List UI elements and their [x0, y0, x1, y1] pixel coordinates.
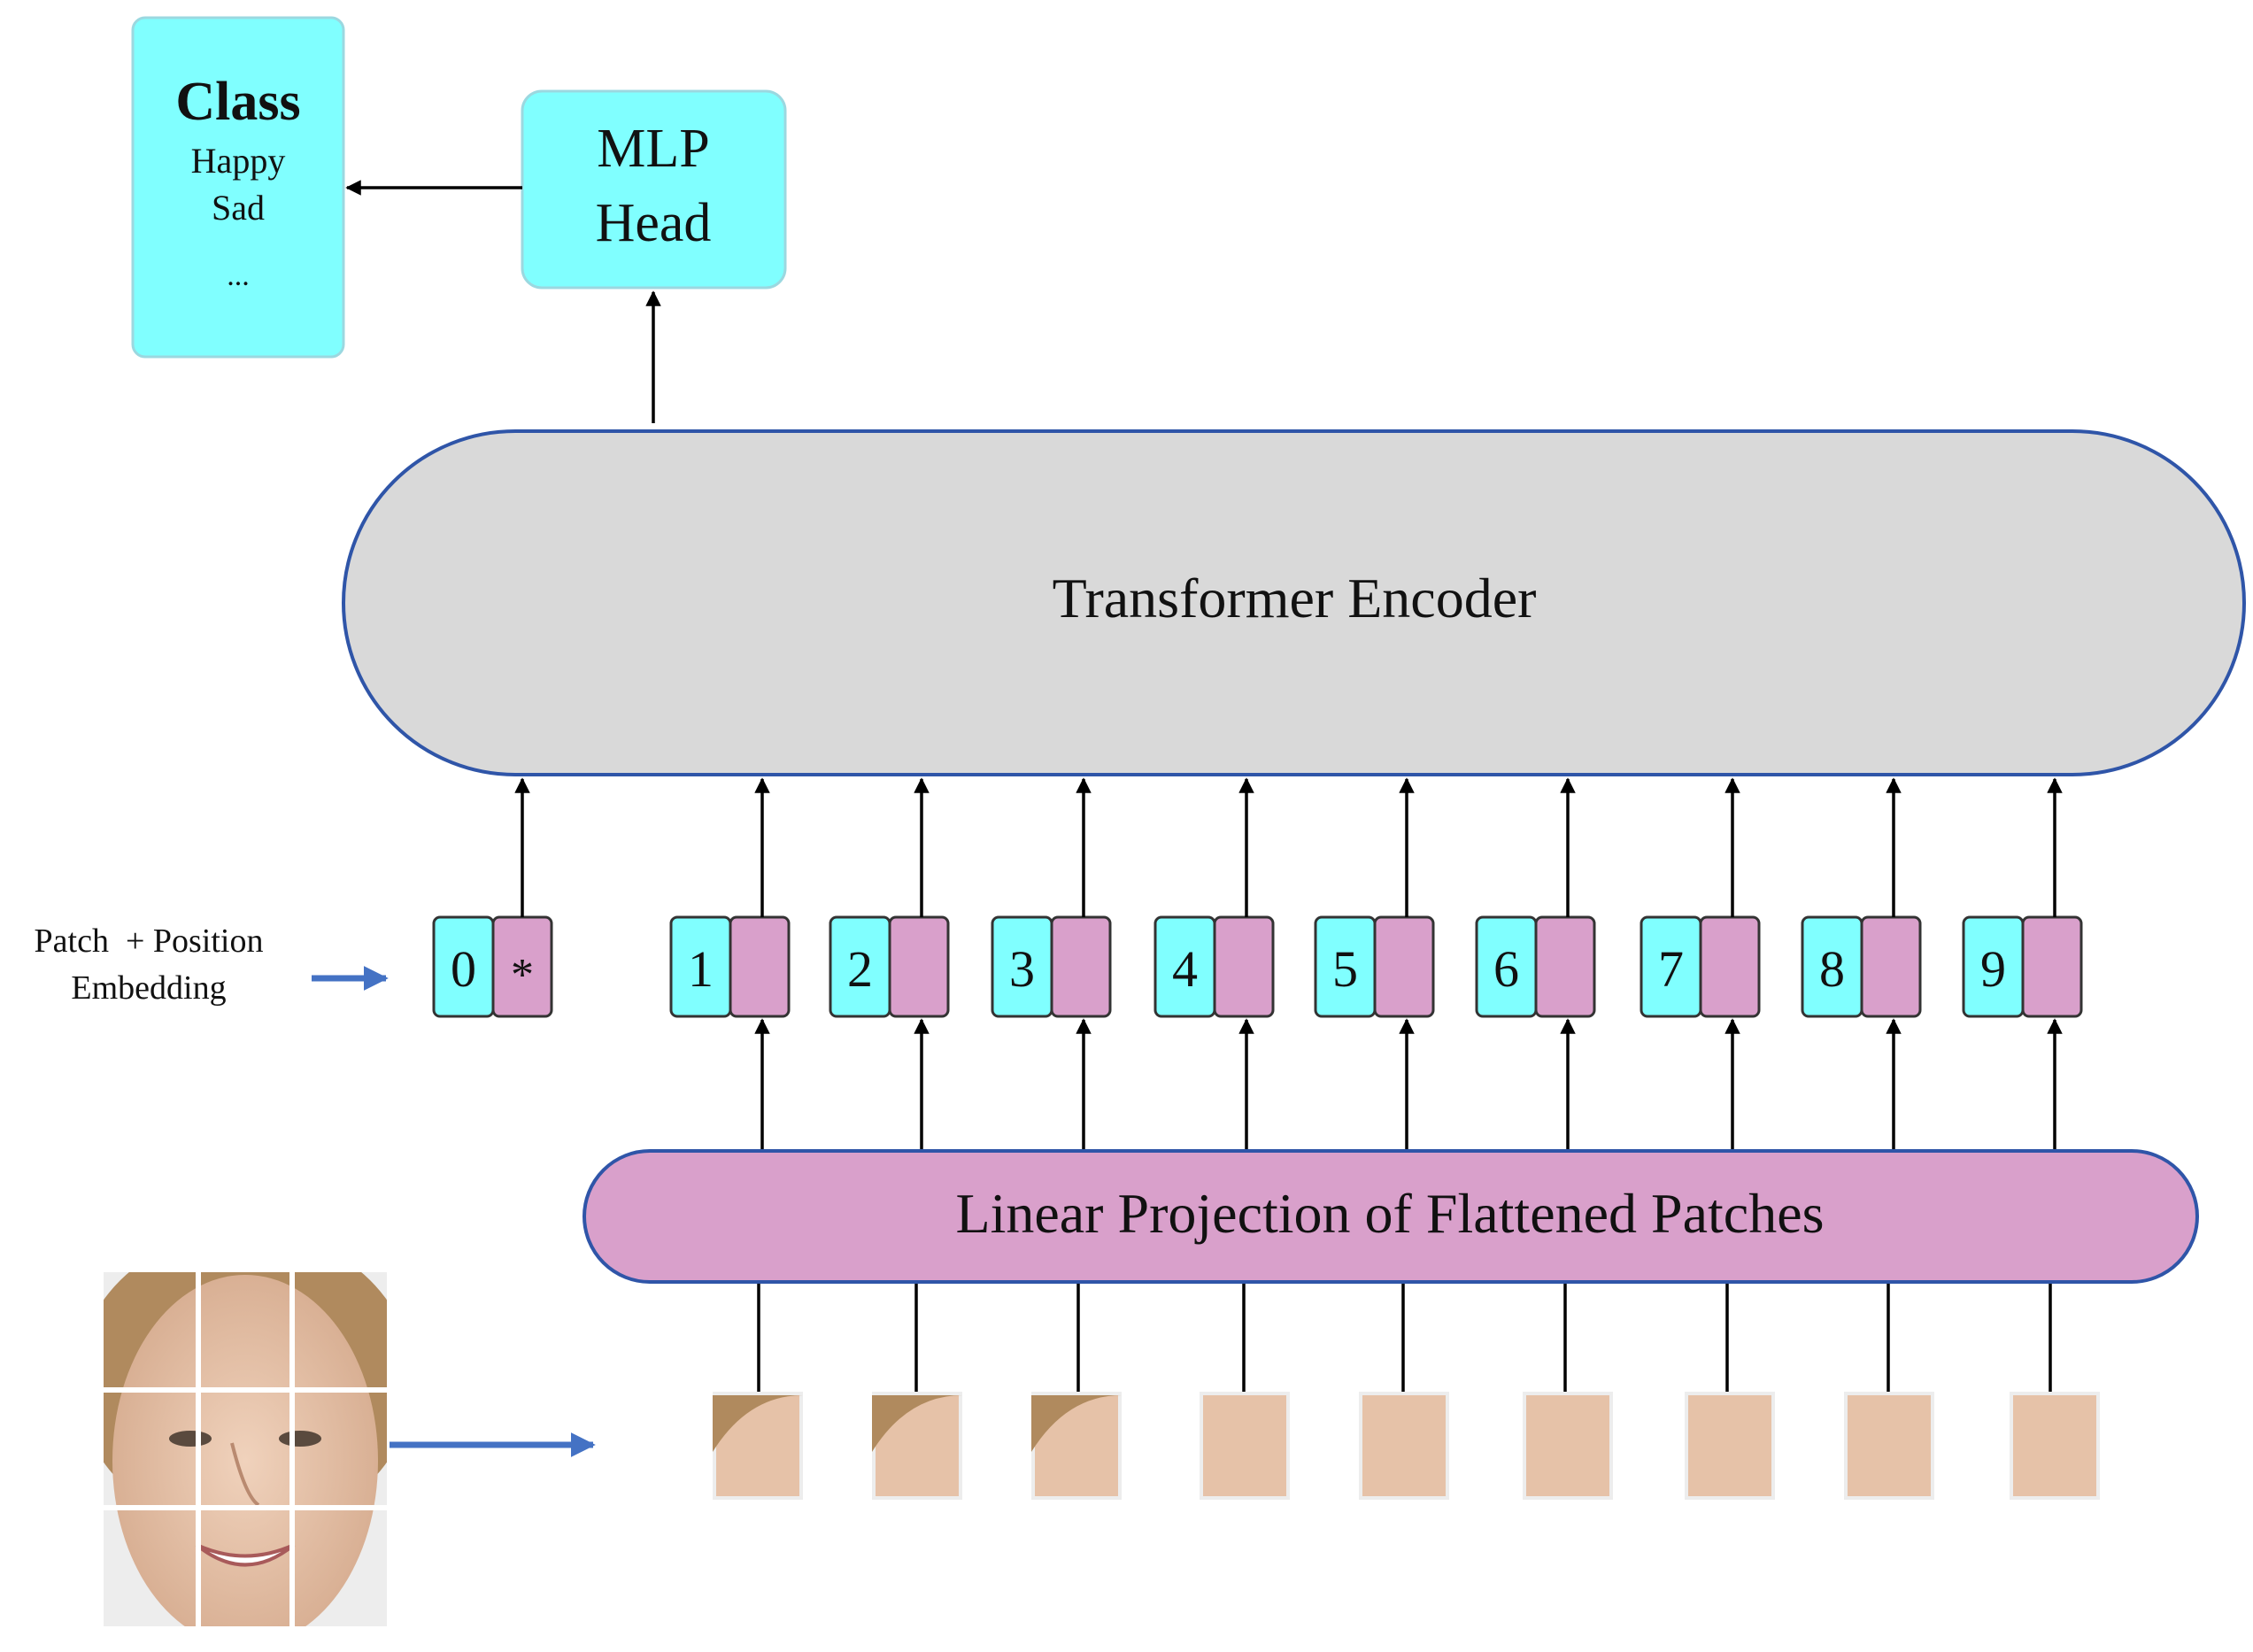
token-index: 6: [1493, 940, 1519, 998]
token-patch-box: [1699, 915, 1761, 1018]
token-8: 8: [1801, 915, 1922, 1018]
patch-skin: [1526, 1395, 1609, 1496]
token-7: 7: [1640, 915, 1761, 1018]
embedding-label-line1: Patch + Position: [35, 922, 264, 960]
patch-skin: [1203, 1395, 1286, 1496]
mlp-head-box: MLP Head: [521, 89, 787, 289]
class-item-ellipsis: ...: [227, 259, 250, 292]
token-index: 0: [451, 940, 476, 998]
token-4: 4: [1154, 915, 1275, 1018]
input-face-grid: [104, 1272, 387, 1626]
patch-skin: [1688, 1395, 1771, 1496]
class-box: Class Happy Sad ...: [131, 16, 345, 359]
patch-hair: [713, 1395, 803, 1452]
patch-skin: [2013, 1395, 2096, 1496]
token-9: 9: [1962, 915, 2083, 1018]
patch-9: [2010, 1392, 2100, 1500]
token-index: 7: [1658, 940, 1684, 998]
embedding-label: Patch + Position Embedding: [35, 922, 264, 1007]
linear-projection: Linear Projection of Flattened Patches: [583, 1149, 2199, 1284]
token-patch-box: [729, 915, 791, 1018]
token-patch-box: [888, 915, 950, 1018]
mlp-head-line2: Head: [596, 193, 712, 253]
patch-hair: [872, 1395, 962, 1452]
token-patch-box: [1534, 915, 1596, 1018]
token-patch-box: [1050, 915, 1112, 1018]
token-index: 8: [1819, 940, 1845, 998]
linear-projection-label: Linear Projection of Flattened Patches: [955, 1182, 1824, 1245]
token-2: 2: [829, 915, 950, 1018]
patch-3: [1031, 1392, 1122, 1500]
patch-4: [1200, 1392, 1290, 1500]
token-index: 2: [847, 940, 873, 998]
token-0: 0*: [432, 915, 553, 1018]
mlp-head-line1: MLP: [597, 119, 709, 179]
token-1: 1: [669, 915, 791, 1018]
transformer-encoder: Transformer Encoder: [342, 429, 2246, 776]
token-mark: *: [511, 950, 534, 1000]
patch-7: [1685, 1392, 1775, 1500]
token-patch-box: [1373, 915, 1435, 1018]
input-face-image: [104, 1272, 387, 1626]
token-3: 3: [991, 915, 1112, 1018]
token-index: 5: [1332, 940, 1358, 998]
token-patch-box: [1213, 915, 1275, 1018]
token-index: 3: [1009, 940, 1035, 998]
token-6: 6: [1475, 915, 1596, 1018]
embedding-label-line2: Embedding: [71, 969, 226, 1007]
patch-1: [713, 1392, 803, 1500]
token-5: 5: [1314, 915, 1435, 1018]
class-item-happy: Happy: [191, 141, 286, 181]
token-index: 9: [1980, 940, 2006, 998]
patch-5: [1359, 1392, 1449, 1500]
image-patches: [713, 1392, 2100, 1500]
patch-8: [1844, 1392, 1934, 1500]
patch-skin: [1362, 1395, 1446, 1496]
token-patch-box: [1860, 915, 1922, 1018]
patch-skin: [1848, 1395, 1931, 1496]
token-index: 1: [688, 940, 714, 998]
patch-hair: [1031, 1395, 1122, 1452]
patch-6: [1523, 1392, 1613, 1500]
patch-arrows: [757, 1284, 2052, 1392]
transformer-encoder-label: Transformer Encoder: [1053, 567, 1537, 629]
patch-2: [872, 1392, 962, 1500]
token-arrows: [514, 777, 2063, 1151]
token-patch-box: [2021, 915, 2083, 1018]
token-index: 4: [1172, 940, 1198, 998]
class-item-sad: Sad: [212, 188, 265, 228]
class-title: Class: [175, 72, 300, 132]
